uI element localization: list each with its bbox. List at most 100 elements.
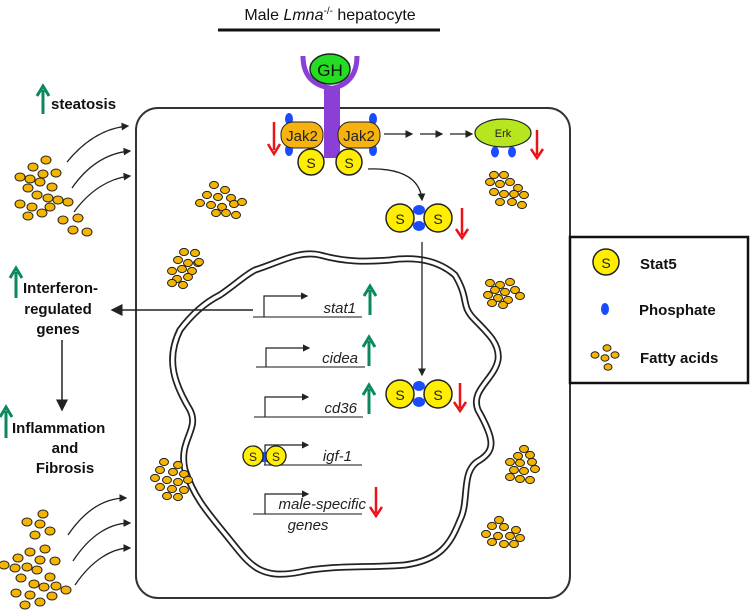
fatty-acid-droplet	[509, 539, 519, 549]
fatty-acid-droplet	[24, 547, 36, 557]
fatty-acid-droplet	[500, 287, 510, 297]
interferon-label: Interferon- regulated genes	[8, 265, 98, 338]
svg-text:Erk: Erk	[495, 128, 512, 140]
fatty-acid-droplet	[487, 521, 497, 531]
svg-text:genes: genes	[288, 517, 329, 534]
inflammation-label: Inflammation and Fibrosis	[0, 404, 105, 477]
gene-cidea: cidea	[256, 344, 365, 368]
fatty-acid-droplet	[183, 272, 193, 282]
fatty-acid-droplet	[29, 530, 41, 540]
gene-igf-1: igf-1	[264, 441, 362, 466]
fatty-acid-droplet	[494, 515, 504, 525]
fatty-acid-droplet	[505, 177, 515, 187]
erk-down-arrow-icon	[529, 130, 545, 161]
svg-text:GH: GH	[317, 61, 343, 80]
fatty-acid-droplet	[159, 457, 169, 467]
fatty-acid-droplet	[519, 466, 529, 476]
fatty-acid-droplet	[505, 531, 515, 541]
fatty-acid-droplet	[487, 537, 497, 547]
figure-title: Male Lmna-/- hepatocyte	[244, 6, 415, 24]
fatty-acid-droplet	[72, 213, 84, 223]
fatty-acid-droplet	[19, 600, 31, 610]
jak2-right: Jak2	[337, 113, 381, 156]
svg-text:S: S	[395, 387, 404, 403]
fatty-acid-droplet	[46, 591, 58, 601]
fatty-acid-droplet	[487, 298, 497, 308]
stat5-right: S	[335, 148, 363, 176]
fatty-acid-droplet	[489, 170, 499, 180]
fatty-acid-droplet	[81, 227, 93, 237]
stat5-dimer-cytoplasm: S S	[385, 203, 453, 233]
fatty-acid-clusters	[0, 155, 540, 610]
fatty-acid-droplet	[173, 492, 183, 502]
fatty-acid-droplet	[38, 582, 50, 592]
fatty-acid-droplet	[34, 177, 46, 187]
fatty-acid-droplet	[60, 585, 72, 595]
male-specific-down-arrow-icon	[368, 487, 384, 519]
fatty-acid-droplet	[525, 475, 535, 485]
fatty-acid-droplet	[183, 258, 193, 268]
stat5-dimer-down-arrow-icon	[454, 208, 470, 241]
fatty-acid-droplet	[510, 285, 520, 295]
stat5-dimer-nucleus: S S	[385, 379, 453, 409]
fatty-acid-droplet	[34, 519, 46, 529]
fatty-acid-uptake-arrows-top	[66, 122, 132, 213]
gene-stat1: stat1	[253, 292, 362, 318]
fatty-acid-droplet	[22, 183, 34, 193]
gh-ligand: GH	[309, 53, 351, 85]
fatty-acid-droplet	[190, 248, 200, 258]
fatty-acid-droplet	[183, 475, 193, 485]
fatty-acid-droplet	[519, 190, 529, 200]
svg-text:S: S	[272, 450, 280, 464]
fatty-acid-droplet	[50, 581, 62, 591]
fatty-acid-droplet	[206, 200, 216, 210]
fatty-acid-droplet	[36, 208, 48, 218]
fatty-acid-droplet	[515, 533, 525, 543]
svg-text:S: S	[306, 155, 315, 171]
fatty-acid-droplet	[499, 170, 509, 180]
fatty-acid-droplet	[44, 526, 56, 536]
fatty-acid-droplet	[12, 553, 24, 563]
svg-text:male-specific: male-specific	[278, 496, 366, 513]
fatty-acid-droplet	[22, 211, 34, 221]
fatty-acid-droplet	[493, 531, 503, 541]
fatty-acid-droplet	[37, 509, 49, 519]
svg-text:cidea: cidea	[322, 350, 358, 367]
stat5-icon: S	[592, 248, 620, 276]
fatty-acid-droplet	[505, 457, 515, 467]
fatty-acid-droplet	[485, 177, 495, 187]
stat5-dimerization-arrow	[367, 168, 426, 202]
fatty-acid-droplet	[44, 572, 56, 582]
fatty-acid-droplet	[57, 215, 69, 225]
fatty-acid-droplet	[10, 588, 22, 598]
fatty-acid-droplet	[530, 464, 540, 474]
fatty-acid-droplet	[515, 474, 525, 484]
svg-text:S: S	[433, 211, 442, 227]
nucleus-envelope	[169, 250, 502, 578]
fatty-acid-droplet	[485, 278, 495, 288]
fatty-acid-droplet	[519, 444, 529, 454]
fatty-acid-droplet	[505, 472, 515, 482]
fatty-acid-droplet	[37, 169, 49, 179]
fatty-acid-droplet	[21, 517, 33, 527]
svg-text:S: S	[433, 387, 442, 403]
svg-text:S: S	[249, 450, 257, 464]
fatty-acid-droplet	[42, 193, 54, 203]
fatty-acid-droplet	[511, 525, 521, 535]
stat5-left: S	[297, 148, 325, 176]
fatty-acid-droplet	[162, 491, 172, 501]
fatty-acid-droplet	[173, 477, 183, 487]
svg-text:Jak2: Jak2	[343, 128, 375, 145]
fatty-acid-droplet	[173, 255, 183, 265]
fatty-acid-droplet	[495, 197, 505, 207]
fatty-acid-droplet	[167, 484, 177, 494]
fatty-acid-droplet	[14, 199, 26, 209]
fatty-acid-droplet	[40, 155, 52, 165]
svg-text:steatosis: steatosis	[51, 96, 116, 113]
svg-text:cd36: cd36	[324, 400, 357, 417]
fatty-acid-droplet	[14, 172, 26, 182]
fatty-acid-droplet	[50, 168, 62, 178]
fatty-acid-uptake-arrows-bottom	[67, 494, 132, 586]
legend-label-phosphate: Phosphate	[639, 302, 716, 319]
